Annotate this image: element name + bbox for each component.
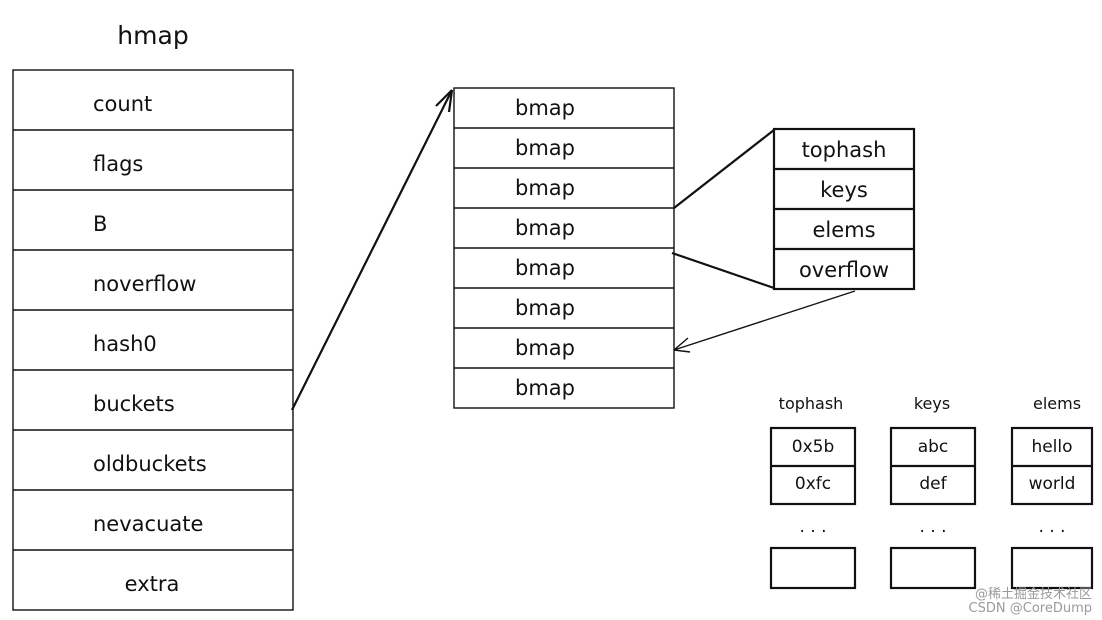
overflow-pointer-arrow: [673, 290, 856, 351]
array-cell: 0x5b: [792, 437, 834, 457]
hmap-field-oldbuckets: oldbuckets: [93, 452, 207, 476]
hmap-field-hash0: hash0: [93, 332, 157, 356]
array-label-keys: keys: [914, 394, 950, 413]
buckets-array: bmap bmap bmap bmap bmap bmap bmap bmap: [453, 87, 675, 409]
bmap-field-overflow: overflow: [799, 258, 889, 282]
array-last-cell: [889, 546, 977, 590]
buckets-arrowhead: [435, 89, 454, 113]
watermark-line-1: @稀土掘金技术社区: [974, 587, 1092, 602]
bucket-item: bmap: [515, 376, 575, 400]
detail-line-top: [673, 129, 775, 209]
bucket-item: bmap: [515, 216, 575, 240]
buckets-pointer-arrow: [291, 89, 453, 411]
array-last-cell: [1010, 546, 1094, 590]
bmap-struct: tophash keys elems overflow: [772, 127, 916, 291]
bucket-item: bmap: [515, 296, 575, 320]
hmap-field-nevacuate: nevacuate: [93, 512, 203, 536]
array-elems: elems hello world . . .: [1010, 394, 1094, 590]
array-cell: abc: [918, 437, 949, 457]
detail-line-bottom: [671, 251, 775, 290]
hmap-title: hmap: [117, 21, 188, 50]
array-label-tophash: tophash: [779, 394, 844, 413]
array-cell: 0xfc: [795, 474, 831, 494]
hmap-frame: [12, 69, 294, 611]
hmap-field-flags: flags: [93, 152, 143, 176]
hmap-field-B: B: [93, 212, 107, 236]
bmap-field-elems: elems: [812, 218, 875, 242]
bmap-field-keys: keys: [820, 178, 868, 202]
array-cell: hello: [1031, 437, 1072, 457]
array-last-cell: [769, 546, 857, 590]
bucket-item: bmap: [515, 96, 575, 120]
bmap-field-tophash: tophash: [802, 138, 887, 162]
watermark: @稀土掘金技术社区 CSDN @CoreDump: [922, 588, 1092, 616]
bucket-item: bmap: [515, 176, 575, 200]
array-ellipsis: . . .: [799, 517, 826, 537]
overflow-arrowhead: [673, 337, 691, 353]
bucket-item: bmap: [515, 336, 575, 360]
array-label-elems: elems: [1033, 394, 1081, 413]
hmap-field-buckets: buckets: [93, 392, 175, 416]
hmap-field-extra: extra: [125, 572, 180, 596]
connectors: [291, 89, 856, 411]
watermark-line-2: CSDN @CoreDump: [968, 601, 1092, 616]
array-keys: keys abc def . . .: [889, 394, 977, 590]
array-cell: world: [1029, 474, 1076, 494]
array-ellipsis: . . .: [1038, 517, 1065, 537]
bucket-item: bmap: [515, 136, 575, 160]
hmap-field-count: count: [93, 92, 152, 116]
array-tophash: tophash 0x5b 0xfc . . .: [769, 394, 857, 590]
bucket-item: bmap: [515, 256, 575, 280]
hmap-field-noverflow: noverflow: [93, 272, 196, 296]
array-ellipsis: . . .: [919, 517, 946, 537]
array-cell: def: [919, 474, 947, 494]
